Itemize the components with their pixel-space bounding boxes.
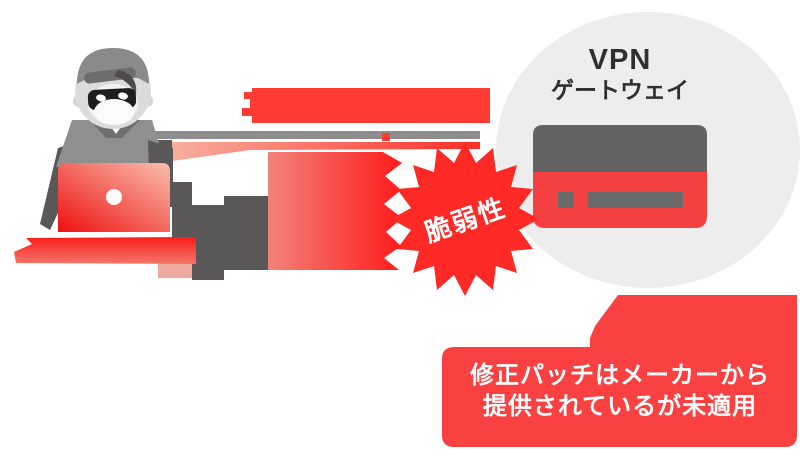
hacker-hair xyxy=(114,70,137,94)
gateway-title-line2: ゲートウェイ xyxy=(551,77,689,103)
callout-text-line1: 修正パッチはメーカーから xyxy=(470,362,770,389)
attack-shadow-bar xyxy=(152,131,480,139)
attack-wedge xyxy=(158,142,480,163)
laptop-logo-dot xyxy=(106,189,122,205)
hacker-right-eye xyxy=(118,92,128,100)
laptop-icon xyxy=(14,163,196,264)
laptop-desk-band xyxy=(14,237,196,264)
attack-band-fragment xyxy=(382,133,390,141)
attack-shadow-stairs xyxy=(150,140,268,280)
gateway-title: VPN ゲートウェイ xyxy=(530,44,710,104)
vpn-gateway-device-icon xyxy=(533,125,707,228)
callout-text: 修正パッチはメーカーから 提供されているが未適用 xyxy=(442,360,798,422)
callout-bubble xyxy=(442,295,797,447)
attack-arrow-block xyxy=(268,152,402,270)
device-top-panel xyxy=(533,125,707,172)
hacker-mouth-mask xyxy=(94,99,134,125)
hacker-body xyxy=(56,120,166,167)
callout-text-line2: 提供されているが未適用 xyxy=(482,393,758,420)
hacker-icon xyxy=(40,48,173,230)
device-port-small xyxy=(558,192,573,208)
gateway-title-line1: VPN xyxy=(588,44,652,76)
attack-band xyxy=(242,88,490,123)
vulnerability-burst-icon xyxy=(391,142,539,296)
device-port-wide xyxy=(588,192,683,208)
hacker-left-eye xyxy=(96,94,106,102)
